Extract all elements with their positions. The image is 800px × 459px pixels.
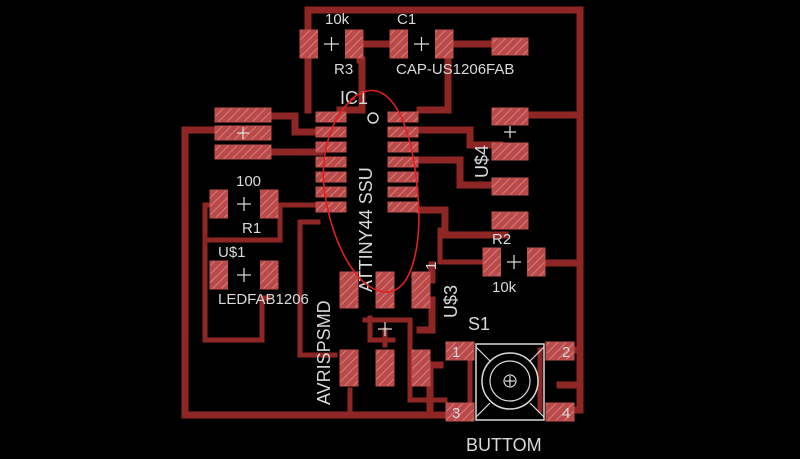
s1-name-label: S1 (468, 314, 490, 334)
s1-pin1-label: 1 (452, 344, 460, 361)
capacitor-c1 (389, 29, 454, 59)
header-left (214, 107, 272, 160)
u4-name-label: U$4 (472, 145, 492, 178)
s1-pin2-label: 2 (562, 344, 570, 361)
resistor-r2 (482, 247, 546, 277)
isp-name-label: AVRISPSMD (314, 300, 334, 405)
pin-one-label: 1 (423, 262, 440, 270)
ic1-part-label: ATTINY44 SSU (356, 167, 376, 292)
switch-s1: 1 2 3 4 (445, 341, 575, 422)
r1-value-label: 100 (236, 173, 261, 190)
ic1-right-pins (387, 111, 419, 213)
resistor-r3 (299, 29, 364, 59)
c1-package-label: CAP-US1206FAB (396, 61, 514, 78)
led-name-label: U$1 (218, 244, 246, 261)
annotation-circle (322, 89, 420, 293)
s1-pin3-label: 3 (452, 405, 460, 422)
led-u1 (209, 260, 279, 290)
led-package-label: LEDFAB1206 (218, 291, 309, 308)
ic1-left-pins (315, 111, 347, 213)
isp-header-u3 (339, 271, 431, 387)
r3-value-label: 10k (325, 11, 350, 28)
r2-value-label: 10k (492, 279, 517, 296)
s1-pin4-label: 4 (562, 405, 570, 422)
resistor-r1 (209, 189, 279, 219)
r3-name-label: R3 (334, 61, 353, 78)
c1-name-label: C1 (397, 11, 416, 28)
labels: 10k R3 C1 CAP-US1206FAB IC1 ATTINY44 SSU… (218, 11, 542, 455)
s1-value-label: BUTTOM (466, 435, 542, 455)
u3-name-label: U$3 (441, 285, 461, 318)
ic1-pin1-marker (367, 112, 379, 124)
header-u4 (491, 37, 529, 230)
r2-name-label: R2 (492, 231, 511, 248)
r1-name-label: R1 (242, 220, 261, 237)
